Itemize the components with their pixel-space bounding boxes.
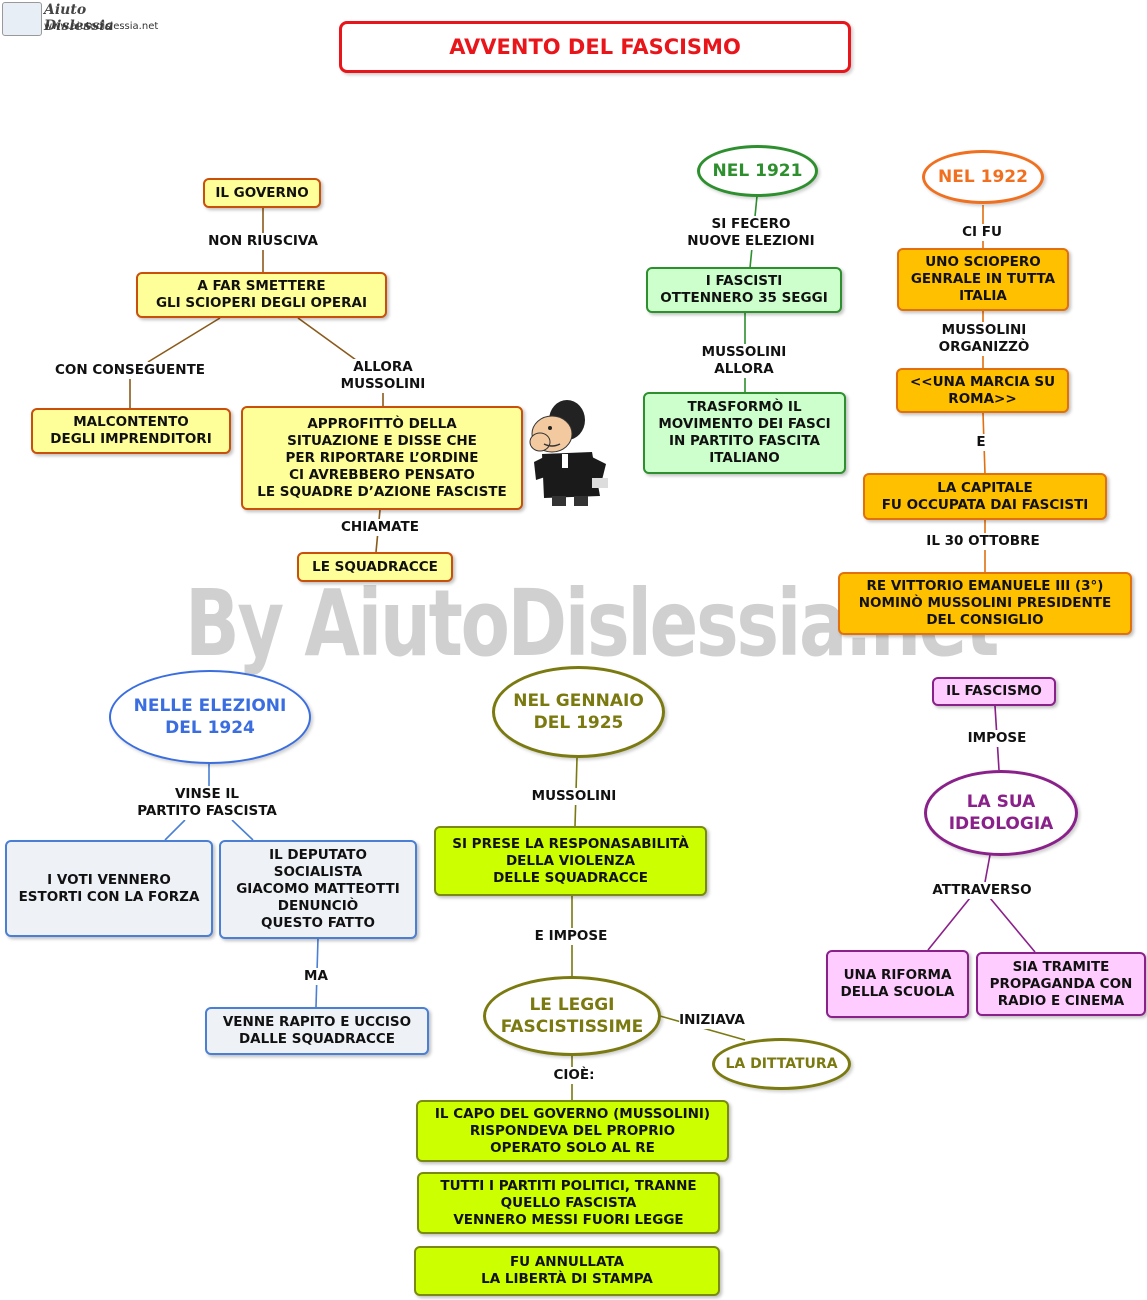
node-voti-estorti: I VOTI VENNERO ESTORTI CON LA FORZA (5, 840, 213, 937)
oval-leggi-fascistissime: LE LEGGI FASCISTISSIME (483, 976, 661, 1056)
node-rapito-ucciso: VENNE RAPITO E UCCISO DALLE SQUADRACCE (205, 1007, 429, 1055)
link-e-impose: E IMPOSE (534, 928, 608, 945)
node-partiti-fuori-legge: TUTTI I PARTITI POLITICI, TRANNE QUELLO … (417, 1172, 720, 1234)
link-mussolini-organizzo: MUSSOLINI ORGANIZZÒ (938, 322, 1030, 356)
oval-dittatura: LA DITTATURA (712, 1038, 851, 1090)
book-icon (2, 2, 42, 36)
oval-nel-1921: NEL 1921 (697, 145, 818, 197)
link-impose: IMPOSE (967, 730, 1027, 747)
node-marcia-su-roma: <<UNA MARCIA SU ROMA>> (896, 368, 1069, 413)
node-riforma-scuola: UNA RIFORMA DELLA SCUOLA (826, 950, 969, 1018)
link-e: E (976, 434, 986, 451)
node-responsabilita: SI PRESE LA RESPONASABILITÀ DELLA VIOLEN… (434, 826, 707, 896)
node-sciopero-generale: UNO SCIOPERO GENRALE IN TUTTA ITALIA (897, 248, 1069, 311)
mussolini-caricature-icon (529, 400, 608, 506)
node-squadracce: LE SQUADRACCE (297, 552, 453, 582)
link-vinse-partito-fascista: VINSE IL PARTITO FASCISTA (137, 786, 277, 820)
page-title: AVVENTO DEL FASCISMO (339, 21, 851, 73)
node-matteotti: IL DEPUTATO SOCIALISTA GIACOMO MATTEOTTI… (219, 840, 417, 939)
node-capo-governo: IL CAPO DEL GOVERNO (MUSSOLINI) RISPONDE… (416, 1100, 729, 1162)
node-malcontento: MALCONTENTO DEGLI IMPRENDITORI (31, 408, 231, 454)
link-nuove-elezioni: SI FECERO NUOVE ELEZIONI (687, 216, 815, 250)
site-logo[interactable]: Aiuto Dislessia www.aiutodislessia.net (2, 2, 158, 36)
link-mussolini: MUSSOLINI (531, 788, 617, 805)
link-chiamate: CHIAMATE (341, 519, 419, 536)
node-il-fascismo: IL FASCISMO (932, 677, 1056, 706)
link-con-conseguente: CON CONSEGUENTE (54, 362, 206, 379)
node-liberta-stampa: FU ANNULLATA LA LIBERTÀ DI STAMPA (414, 1246, 720, 1296)
link-non-riusciva: NON RIUSCIVA (208, 233, 318, 250)
logo-title: Aiuto Dislessia (44, 2, 114, 34)
link-cioe: CIOÈ: (553, 1067, 595, 1084)
link-ma: MA (304, 968, 328, 985)
node-capitale-occupata: LA CAPITALE FU OCCUPATA DAI FASCISTI (863, 473, 1107, 520)
oval-elezioni-1924: NELLE ELEZIONI DEL 1924 (109, 670, 311, 764)
logo-url: www.aiutodislessia.net (44, 21, 159, 32)
node-scioperi: A FAR SMETTERE GLI SCIOPERI DEGLI OPERAI (136, 272, 387, 318)
link-mussolini-allora: MUSSOLINI ALLORA (701, 344, 787, 378)
link-attraverso: ATTRAVERSO (932, 882, 1032, 899)
node-trasformo: TRASFORMÒ IL MOVIMENTO DEI FASCI IN PART… (643, 392, 846, 474)
node-propaganda: SIA TRAMITE PROPAGANDA CON RADIO E CINEM… (976, 952, 1146, 1016)
node-approfitto: APPROFITTÒ DELLA SITUAZIONE E DISSE CHE … (241, 406, 523, 510)
link-ci-fu: CI FU (962, 224, 1002, 241)
oval-nel-1922: NEL 1922 (922, 150, 1044, 204)
node-il-governo: IL GOVERNO (203, 178, 321, 208)
oval-ideologia: LA SUA IDEOLOGIA (924, 770, 1078, 856)
watermark: By AiutoDislessia.net (185, 570, 999, 677)
oval-gennaio-1925: NEL GENNAIO DEL 1925 (492, 666, 665, 758)
node-fascisti-35-seggi: I FASCISTI OTTENNERO 35 SEGGI (646, 267, 842, 313)
node-re-vittorio-emanuele: RE VITTORIO EMANUELE III (3°) NOMINÒ MUS… (838, 572, 1132, 635)
link-allora-mussolini: ALLORA MUSSOLINI (340, 359, 426, 393)
link-iniziava: INIZIAVA (679, 1012, 745, 1029)
link-30-ottobre: IL 30 OTTOBRE (926, 533, 1040, 550)
